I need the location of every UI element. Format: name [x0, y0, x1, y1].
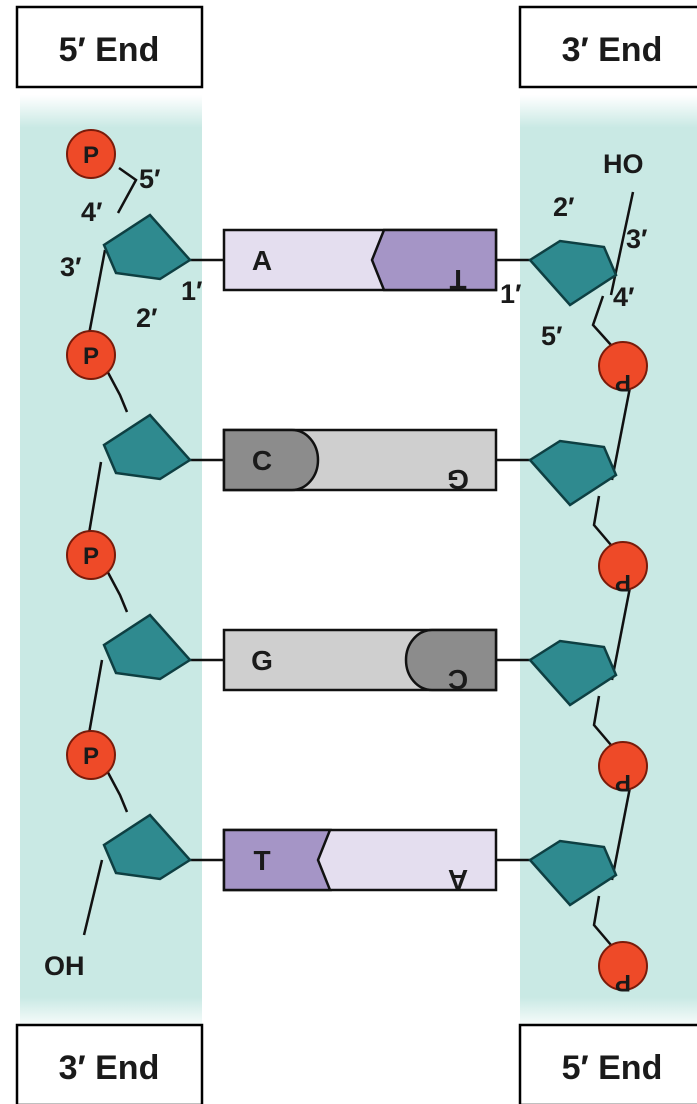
phosphate-label: P: [83, 743, 99, 770]
left-sugars: [102, 213, 192, 881]
phosphate-label: P: [615, 569, 631, 596]
right-sugar-4: [528, 839, 618, 907]
left-phosphate-1: P: [66, 129, 116, 179]
base-pair-1: A T: [222, 228, 498, 295]
end-label-bottom-right-text: 5′ End: [562, 1049, 663, 1087]
phosphate-label: P: [615, 969, 631, 996]
glycosidic-bonds: [190, 258, 530, 862]
base-label-right: A: [448, 864, 468, 895]
carbon-5-label: 5′: [541, 321, 563, 351]
phosphate-label: P: [83, 343, 99, 370]
end-label-top-right: 3′ End: [518, 5, 697, 89]
base-label-left: C: [252, 445, 272, 476]
left-sugar-2: [102, 413, 192, 481]
phosphate-label: P: [83, 543, 99, 570]
left-phosphate-2: P: [66, 330, 116, 380]
left-phosphates: P P P P: [66, 129, 116, 780]
right-sugar-1: [528, 239, 618, 307]
carbon-5-label: 5′: [139, 164, 161, 194]
carbon-4-label: 4′: [613, 282, 635, 312]
terminal-oh-label: OH: [44, 951, 85, 981]
right-phosphate-2: P: [598, 541, 648, 596]
phosphate-label: P: [615, 369, 631, 396]
right-carbon-numbers: 2′ 3′ 4′ 5′ 1′: [500, 192, 648, 351]
base-label-right: G: [447, 464, 469, 495]
right-phosphate-4: P: [598, 941, 648, 996]
end-label-bottom-left: 3′ End: [15, 1023, 204, 1104]
carbon-3-label: 3′: [60, 252, 82, 282]
end-label-top-right-text: 3′ End: [562, 31, 663, 69]
base-pair-3: G C: [222, 628, 498, 695]
carbon-2-label: 2′: [136, 303, 158, 333]
left-phosphate-3: P: [66, 530, 116, 580]
base-label-left: G: [251, 645, 273, 676]
left-sugar-3: [102, 613, 192, 681]
base-label-left: A: [252, 245, 272, 276]
base-label-right: C: [448, 664, 468, 695]
phosphate-label: P: [83, 142, 99, 169]
right-phosphate-3: P: [598, 741, 648, 796]
right-sugar-2: [528, 439, 618, 507]
left-strand-backbone: [82, 166, 138, 936]
left-carbon-numbers: 5′ 4′ 3′ 2′ 1′: [60, 164, 203, 333]
right-strand-backbone: [591, 191, 635, 946]
end-label-bottom-left-text: 3′ End: [59, 1049, 160, 1087]
end-label-top-left: 5′ End: [15, 5, 204, 89]
phosphate-label: P: [615, 769, 631, 796]
right-phosphates: P P P P: [598, 341, 648, 996]
right-sugars: [528, 239, 618, 907]
carbon-2-label: 2′: [553, 192, 575, 222]
end-label-top-left-text: 5′ End: [59, 31, 160, 69]
terminal-ho-label: HO: [603, 149, 644, 179]
right-sugar-3: [528, 639, 618, 707]
base-pair-4: T A: [222, 828, 498, 895]
base-label-left: T: [253, 845, 270, 876]
left-phosphate-4: P: [66, 730, 116, 780]
carbon-1-label: 1′: [181, 276, 203, 306]
end-label-bottom-right: 5′ End: [518, 1023, 697, 1104]
base-label-right: T: [449, 264, 466, 295]
left-sugar-1: [102, 213, 192, 281]
carbon-1-label: 1′: [500, 279, 522, 309]
carbon-4-label: 4′: [81, 197, 103, 227]
carbon-3-label: 3′: [626, 224, 648, 254]
base-pair-2: C G: [222, 428, 498, 495]
right-phosphate-1: P: [598, 341, 648, 396]
left-sugar-4: [102, 813, 192, 881]
